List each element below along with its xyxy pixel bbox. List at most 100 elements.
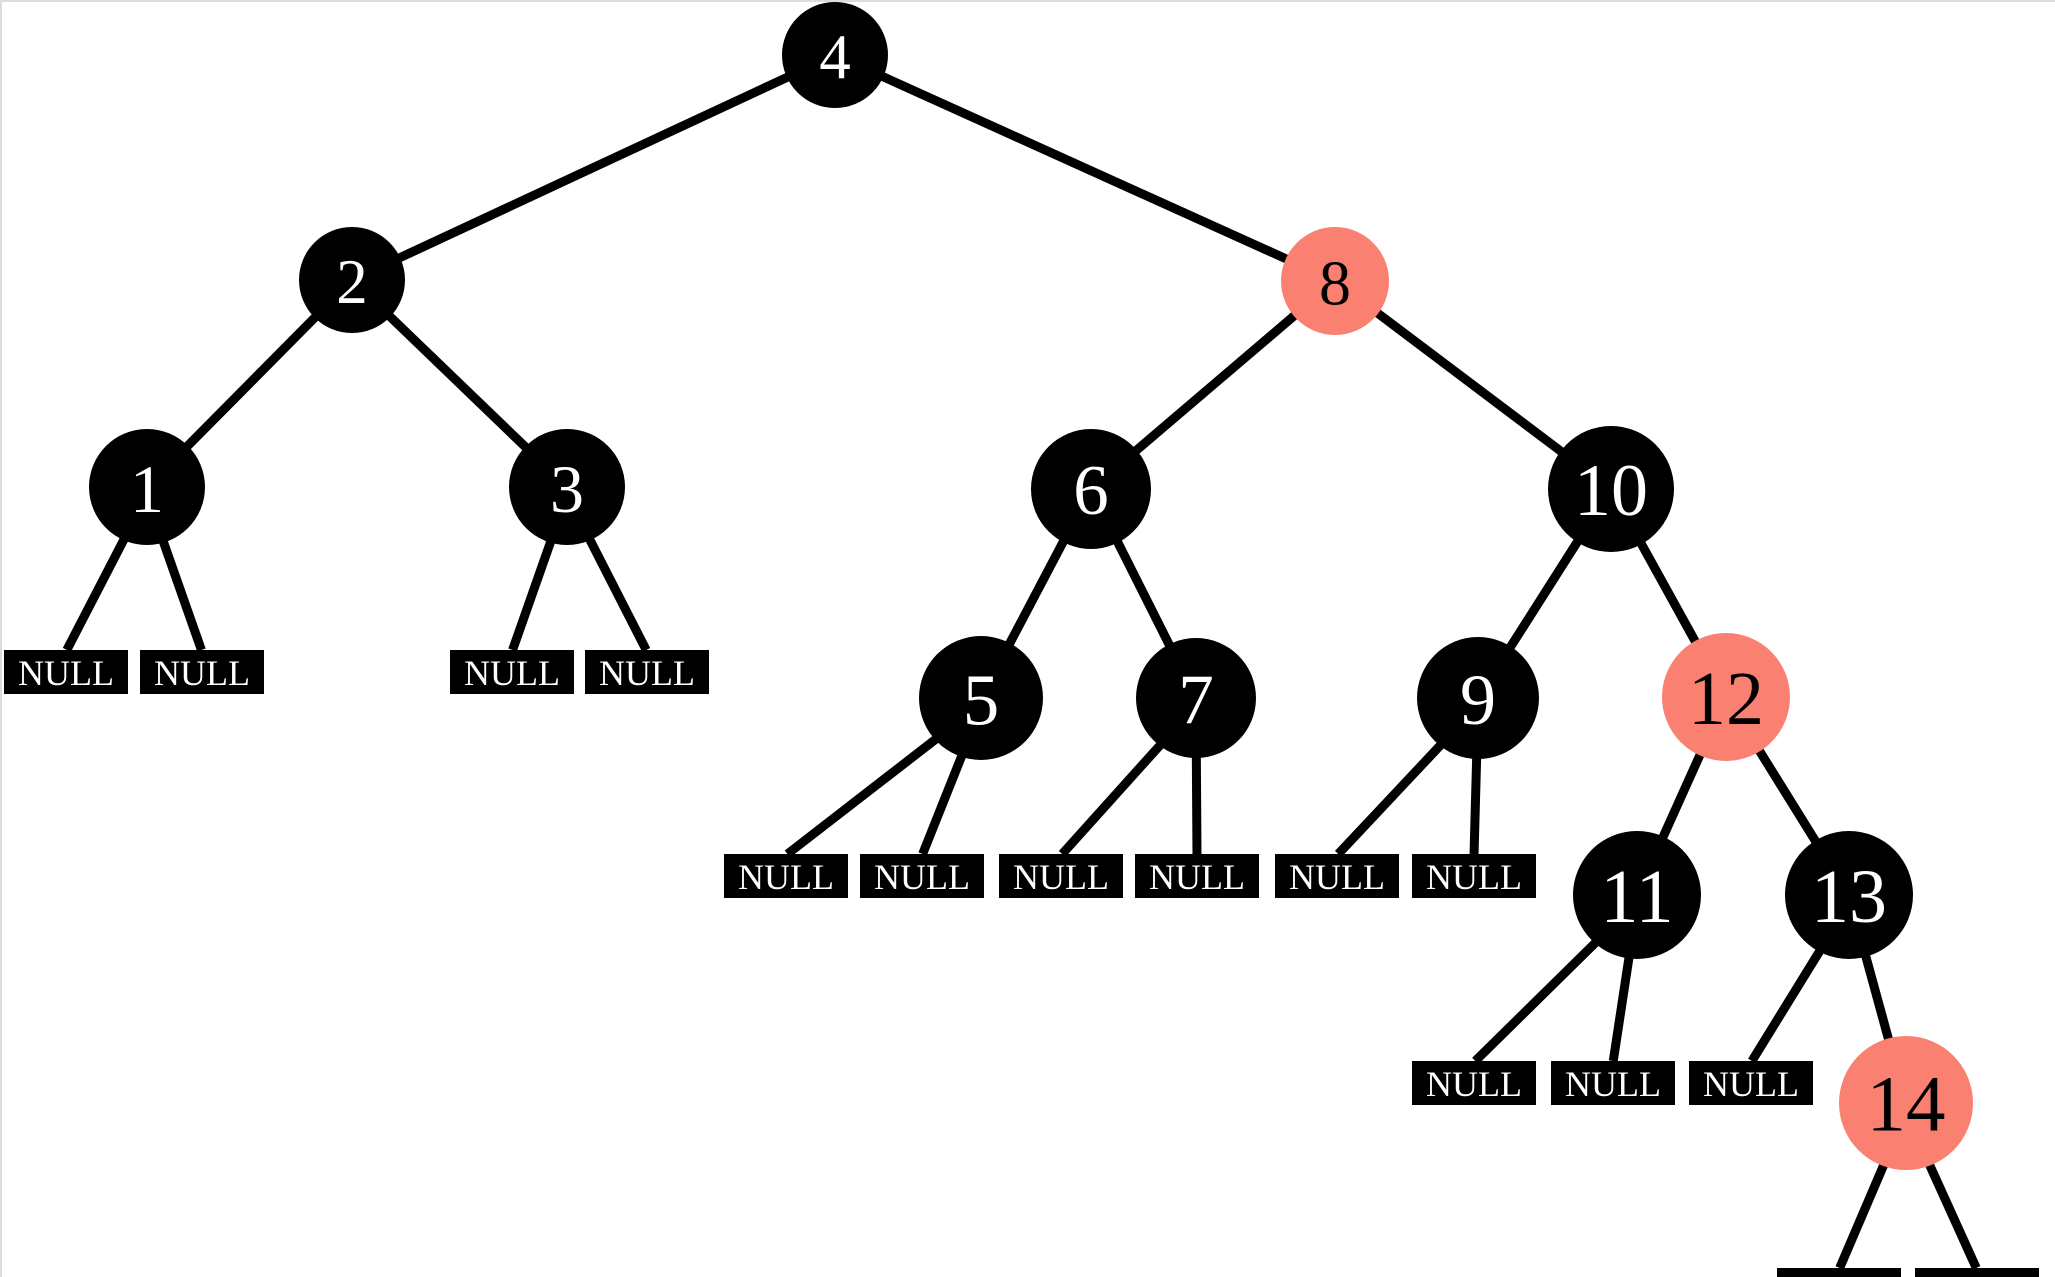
tree-edge: [1861, 953, 1894, 1042]
tree-node-7[interactable]: 7: [1136, 638, 1256, 758]
tree-edge: [918, 753, 967, 856]
tree-edge: [1608, 955, 1634, 1062]
node-circle[interactable]: [509, 429, 625, 545]
null-leaf: NULL: [1689, 1061, 1813, 1105]
node-label: 3: [550, 451, 584, 527]
tree-node-11[interactable]: 11: [1573, 831, 1701, 959]
tree-edge: [1373, 308, 1565, 456]
null-leaf-label: NULL: [1565, 1064, 1661, 1104]
null-leaf: NULL: [724, 854, 848, 898]
tree-node-12[interactable]: 12: [1662, 633, 1790, 761]
null-leaf: NULL: [140, 650, 264, 694]
tree-edge: [1113, 538, 1174, 649]
node-circle[interactable]: [89, 429, 205, 545]
tree-edge: [396, 72, 791, 263]
null-leaf-box: [585, 650, 709, 694]
null-leaf: NULL: [450, 650, 574, 694]
node-label: 13: [1811, 855, 1887, 939]
tree-node-8[interactable]: 8: [1281, 227, 1389, 335]
null-nodes-layer: NULL NULL NULL NULL NULL NULL NULL NULL NULL NULL…: [4, 650, 2039, 1277]
null-leaf-box: [1275, 854, 1399, 898]
null-leaf-box: [1551, 1061, 1675, 1105]
tree-node-1[interactable]: 1: [89, 429, 205, 545]
node-circle[interactable]: [1031, 429, 1151, 549]
tree-node-2[interactable]: 2: [299, 227, 405, 333]
null-leaf-box: [1777, 1268, 1901, 1277]
node-label: 8: [1319, 248, 1351, 319]
null-leaf-label: NULL: [1149, 857, 1245, 897]
tree-edge: [1754, 747, 1821, 845]
null-leaf: NULL: [1275, 854, 1399, 898]
tree-edge: [1132, 311, 1299, 455]
tree-node-5[interactable]: 5: [919, 636, 1043, 760]
node-circle[interactable]: [1662, 633, 1790, 761]
node-circle[interactable]: [299, 227, 405, 333]
null-leaf-box: [1915, 1268, 2039, 1277]
null-leaf-box: [860, 854, 984, 898]
node-label: 14: [1867, 1062, 1946, 1149]
tree-edge: [1835, 1162, 1889, 1270]
node-circle[interactable]: [1136, 638, 1256, 758]
null-leaf: NULL: [1412, 854, 1536, 898]
null-leaf-box: [1412, 1061, 1536, 1105]
tree-edge: [1658, 751, 1705, 841]
null-leaf: NULL: [860, 854, 984, 898]
null-leaf-box: [1135, 854, 1259, 898]
node-label: 7: [1178, 661, 1214, 739]
tree-edge: [183, 313, 320, 451]
node-circle[interactable]: [919, 636, 1043, 760]
tree-edge: [1469, 756, 1482, 855]
node-label: 2: [336, 247, 368, 317]
tree-edge: [1058, 741, 1165, 858]
null-leaf: NULL: [1915, 1268, 2039, 1277]
null-leaf-label: NULL: [1289, 857, 1385, 897]
tree-edge: [1924, 1161, 1981, 1270]
tree-node-3[interactable]: 3: [509, 429, 625, 545]
node-circle[interactable]: [1281, 227, 1389, 335]
null-leaf: NULL: [1412, 1061, 1536, 1105]
top-divider: [0, 0, 2055, 2]
node-circle[interactable]: [1839, 1036, 1973, 1170]
null-leaf-box: [999, 854, 1123, 898]
null-leaf-box: [450, 650, 574, 694]
null-leaf-label: NULL: [1929, 1271, 2025, 1277]
node-circle[interactable]: [782, 2, 888, 108]
tree-edge: [1748, 947, 1825, 1064]
null-leaf: NULL: [1135, 854, 1259, 898]
null-leaf-label: NULL: [1791, 1271, 1887, 1277]
tree-node-10[interactable]: 10: [1548, 426, 1674, 552]
null-leaf-label: NULL: [154, 653, 250, 693]
tree-edge: [585, 536, 651, 653]
null-leaf-label: NULL: [1703, 1064, 1799, 1104]
tree-edge: [879, 71, 1290, 264]
tree-node-14[interactable]: 14: [1839, 1036, 1973, 1170]
null-leaf: NULL: [1777, 1268, 1901, 1277]
node-circle[interactable]: [1785, 831, 1913, 959]
tree-node-4[interactable]: 4: [782, 2, 888, 108]
node-label: 9: [1460, 660, 1496, 740]
null-leaf-label: NULL: [18, 653, 114, 693]
tree-edge: [784, 734, 940, 858]
tree-edge: [1636, 540, 1700, 645]
null-leaf-label: NULL: [1013, 857, 1109, 897]
tree-edge: [62, 536, 129, 653]
node-circle[interactable]: [1548, 426, 1674, 552]
node-label: 6: [1073, 452, 1109, 530]
tree-edge: [158, 539, 206, 652]
node-label: 1: [130, 451, 164, 527]
node-circle[interactable]: [1417, 637, 1539, 759]
null-leaf-label: NULL: [1426, 1064, 1522, 1104]
tree-node-9[interactable]: 9: [1417, 637, 1539, 759]
node-label: 5: [963, 660, 1000, 741]
tree-node-13[interactable]: 13: [1785, 831, 1913, 959]
node-label: 12: [1688, 657, 1764, 741]
null-leaf: NULL: [585, 650, 709, 694]
tree-edge: [1191, 755, 1202, 855]
node-circle[interactable]: [1573, 831, 1701, 959]
null-leaf: NULL: [999, 854, 1123, 898]
tree-node-6[interactable]: 6: [1031, 429, 1151, 549]
null-leaf-label: NULL: [599, 653, 695, 693]
tree-edge: [385, 312, 530, 452]
